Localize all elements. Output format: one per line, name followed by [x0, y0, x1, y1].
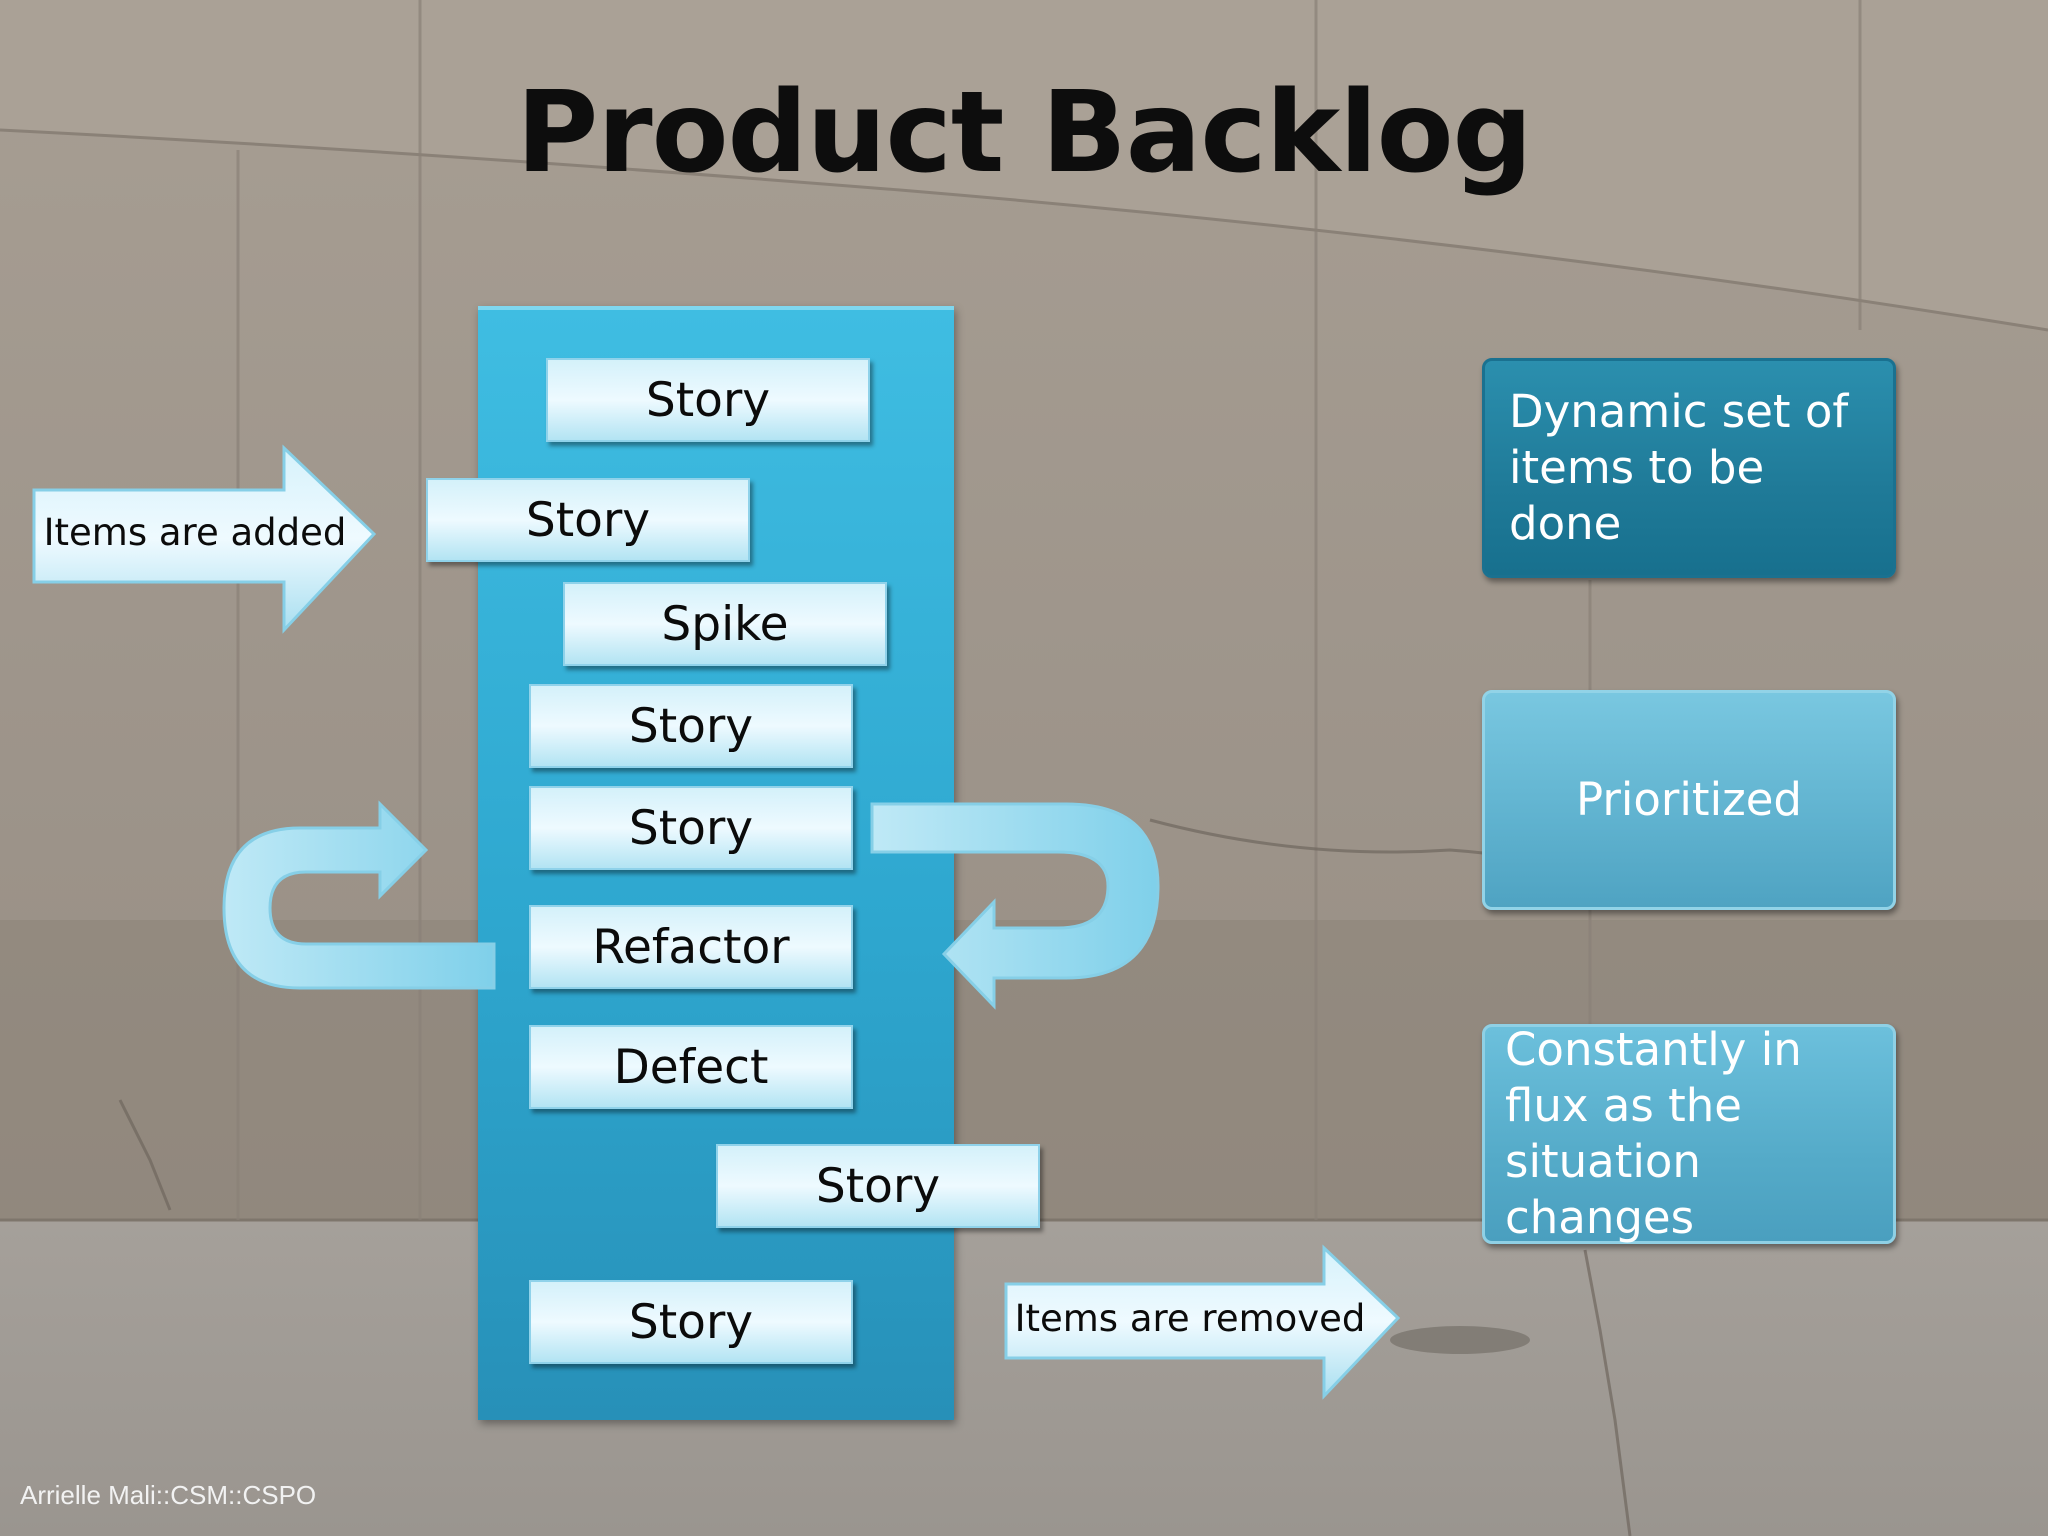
added-arrow-icon — [32, 444, 377, 634]
backlog-item-label: Story — [628, 1294, 754, 1350]
backlog-item-story-4: Story — [529, 786, 853, 870]
backlog-item-spike: Spike — [563, 582, 887, 666]
backlog-item-label: Story — [815, 1158, 941, 1214]
backlog-item-label: Story — [628, 698, 754, 754]
slide-title: Product Backlog — [516, 68, 1532, 198]
items-added-label: Items are added — [43, 510, 347, 554]
backlog-item-label: Refactor — [592, 919, 790, 975]
info-box-prioritized: Prioritized — [1482, 690, 1896, 910]
backlog-item-label: Spike — [661, 596, 789, 652]
backlog-item-story-3: Story — [529, 684, 853, 768]
backlog-item-defect: Defect — [529, 1025, 853, 1109]
backlog-item-label: Defect — [613, 1039, 769, 1095]
info-box-flux: Constantly in flux as the situation chan… — [1482, 1023, 1896, 1244]
info-box-text: Prioritized — [1576, 773, 1802, 826]
backlog-item-label: Story — [645, 372, 771, 428]
removed-arrow-icon — [1004, 1244, 1401, 1400]
right-uturn-arrow-icon — [870, 802, 1160, 1010]
info-box-text: Dynamic set of items to be done — [1509, 385, 1849, 550]
backlog-item-story-2: Story — [426, 478, 750, 562]
items-removed-label: Items are removed — [1014, 1296, 1366, 1340]
backlog-item-label: Story — [525, 492, 651, 548]
backlog-item-story-5: Story — [716, 1144, 1040, 1228]
info-box-dynamic: Dynamic set of items to be done — [1482, 358, 1896, 578]
info-box-text: Constantly in flux as the situation chan… — [1505, 1023, 1802, 1244]
backlog-item-refactor: Refactor — [529, 905, 853, 989]
backlog-item-label: Story — [628, 800, 754, 856]
author-credit: Arrielle Mali::CSM::CSPO — [20, 1480, 317, 1510]
left-uturn-arrow-icon — [222, 800, 496, 990]
backlog-item-story-1: Story — [546, 358, 870, 442]
backlog-item-story-6: Story — [529, 1280, 853, 1364]
